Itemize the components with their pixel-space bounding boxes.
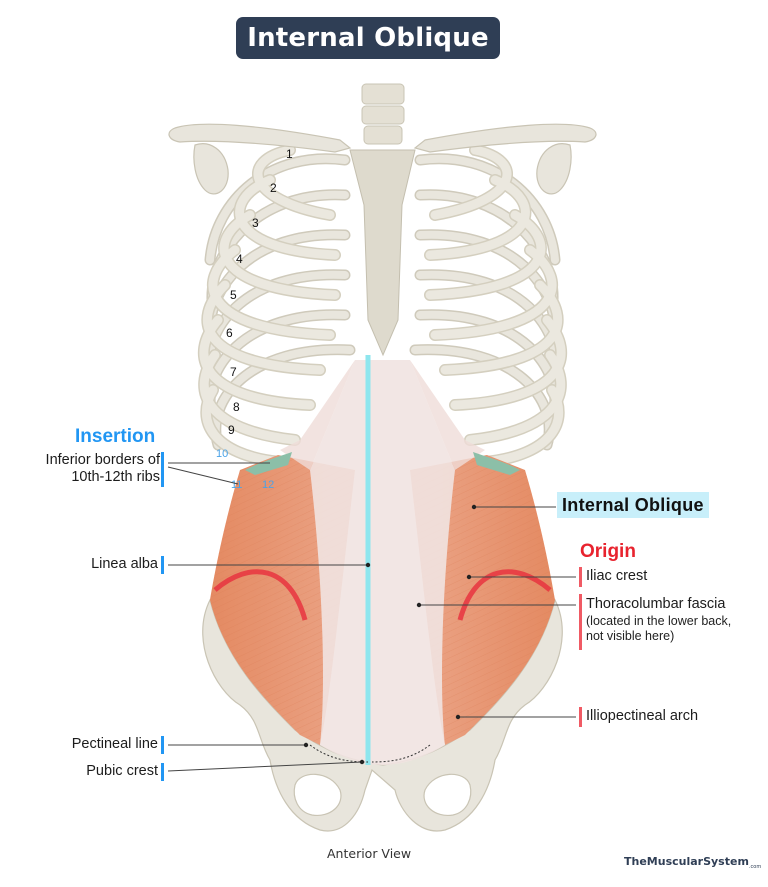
thoracolumbar-label: Thoracolumbar fascia [586,596,726,612]
sternum [349,149,416,357]
title-banner: Internal Oblique [236,17,500,59]
pectineal-line-bar [161,736,164,754]
svg-text:2: 2 [270,181,277,195]
linea-alba-label: Linea alba [91,556,158,572]
brand-logo: TheMuscularSystem.com [624,855,761,870]
thoracolumbar-note-line1: (located in the lower back, [586,614,732,628]
svg-text:5: 5 [230,288,237,302]
svg-text:8: 8 [233,400,240,414]
iliac-crest-label: Iliac crest [586,568,648,584]
svg-text:10: 10 [216,448,228,460]
svg-text:9: 9 [228,423,235,437]
svg-text:11: 11 [231,479,242,491]
view-caption: Anterior View [327,846,412,861]
origin-heading: Origin [580,541,636,562]
svg-text:6: 6 [226,326,233,340]
iliac-crest-bar [579,567,582,587]
muscle-name-tag: Internal Oblique [557,492,709,518]
pelvis [202,598,563,832]
brand-suffix: .com [748,864,762,871]
insertion-bar [161,452,164,487]
svg-text:3: 3 [252,216,259,230]
insertion-label-line1: Inferior borders of [45,452,160,468]
brand-name: TheMuscularSystem [624,855,749,868]
svg-text:7: 7 [230,365,237,379]
svg-text:4: 4 [236,252,243,266]
clavicles [168,123,597,195]
pectineal-line-label: Pectineal line [71,736,158,752]
aponeurosis [310,360,455,765]
thoracolumbar-note-line2: not visible here) [586,629,675,643]
svg-text:12: 12 [262,479,274,491]
pubic-crest-bar [161,763,164,781]
illiopectineal-bar [579,707,582,727]
cervical-spine [361,83,405,145]
linea-alba-bar [161,556,164,574]
svg-text:1: 1 [286,147,293,161]
illiopectineal-arch-label: Illiopectineal arch [586,708,699,724]
pubic-crest-label: Pubic crest [86,763,158,779]
insertion-heading: Insertion [75,426,156,447]
muscle-name-label: Internal Oblique [562,494,704,515]
insertion-label-line2: 10th-12th ribs [71,469,160,485]
page-title: Internal Oblique [247,23,489,53]
thoracolumbar-bar [579,594,582,650]
